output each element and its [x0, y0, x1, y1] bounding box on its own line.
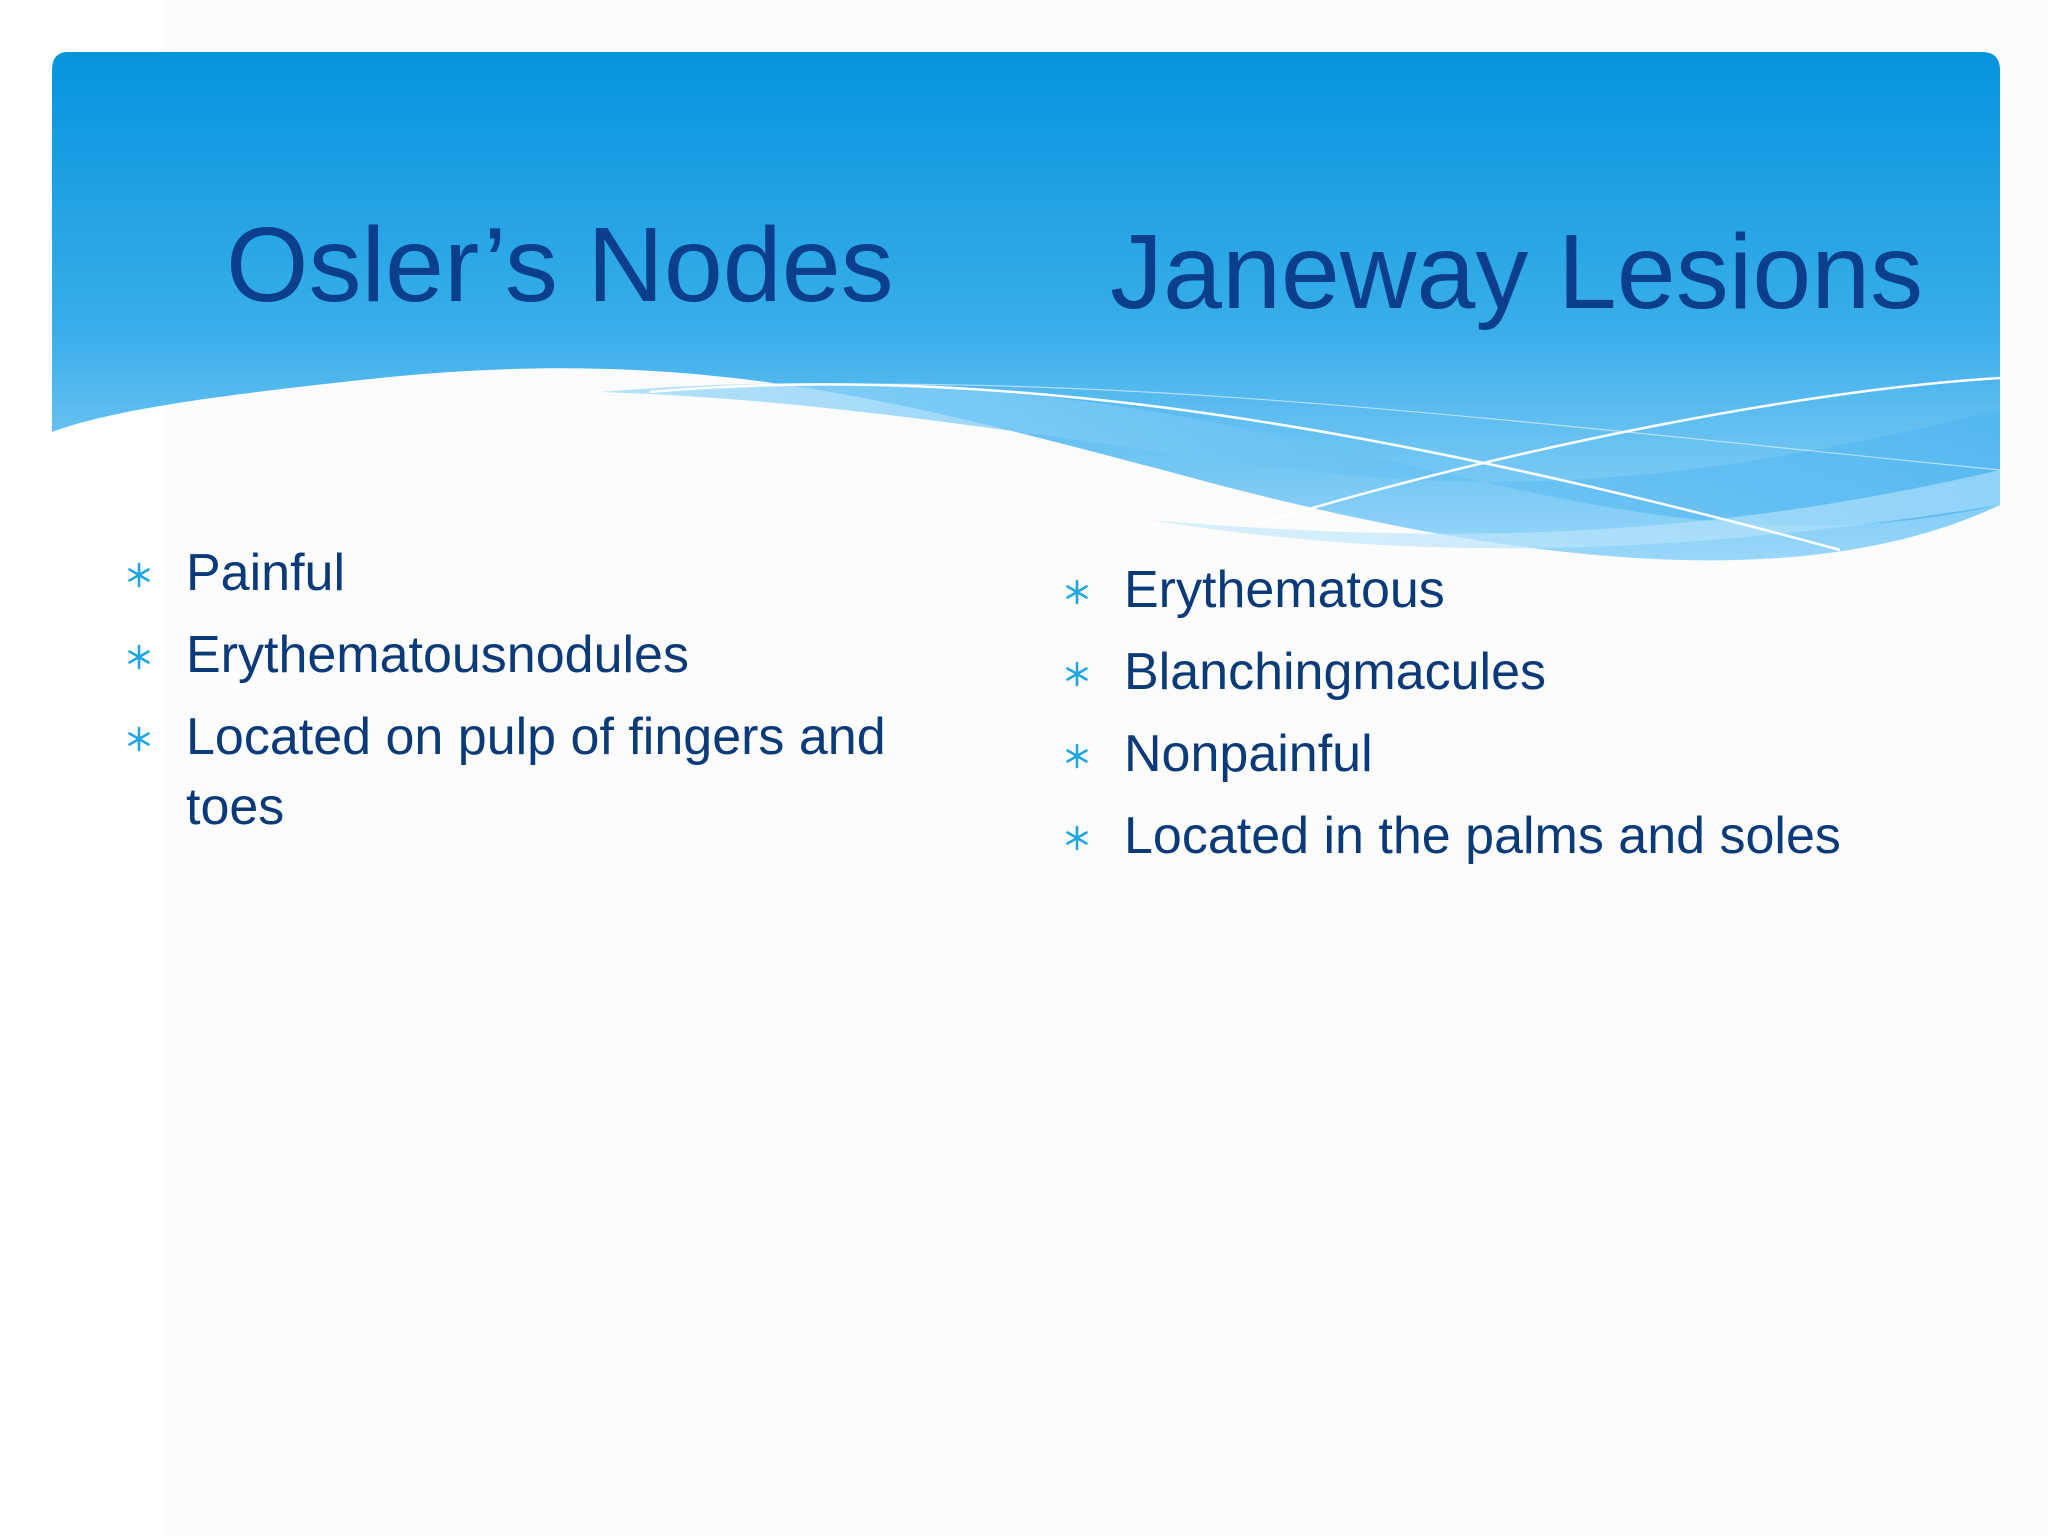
wave-line-3	[719, 383, 2001, 471]
list-item: Blanchingmacules	[1058, 637, 1958, 707]
list-item: Erythematous	[1058, 555, 1958, 625]
asterisk-bullet-icon	[122, 702, 162, 772]
wave-ribbon	[600, 383, 2000, 526]
bullet-text-painful: Painful	[186, 544, 345, 602]
wave-banner	[52, 52, 2001, 561]
bullet-text-blanching-macules: Blanchingmacules	[1124, 643, 1547, 701]
bullet-text-nonpainful: Nonpainful	[1124, 725, 1373, 783]
bullet-text-erythematous: Erythematous	[1124, 561, 1445, 619]
janeway-lesions-bullet-list: Erythematous Blanchingmacules Nonpainful…	[1058, 555, 1958, 883]
list-item: Located on pulp of fingers and toes	[120, 702, 940, 842]
bullet-text-located-on-pulp: Located on pulp of fingers and toes	[186, 708, 886, 836]
oslers-nodes-bullet-list: Painful Erythematousnodules Located on p…	[120, 538, 940, 854]
asterisk-bullet-icon	[1060, 801, 1100, 871]
list-item: Located in the palms and soles	[1058, 801, 1958, 871]
bullet-text-erythematous-nodules: Erythematousnodules	[186, 626, 689, 684]
list-item: Painful	[120, 538, 940, 608]
asterisk-bullet-icon	[1060, 637, 1100, 707]
list-item: Erythematousnodules	[120, 620, 940, 690]
banner-background	[52, 52, 2000, 561]
list-item: Nonpainful	[1058, 719, 1958, 789]
asterisk-bullet-icon	[1060, 555, 1100, 625]
wave-line-1	[649, 383, 1841, 552]
asterisk-bullet-icon	[122, 620, 162, 690]
wave-ribbon-light	[1150, 470, 2000, 549]
asterisk-bullet-icon	[1060, 719, 1100, 789]
bullet-text-located-in-palms: Located in the palms and soles	[1124, 807, 1841, 865]
asterisk-bullet-icon	[122, 538, 162, 608]
title-janeway-lesions: Janeway Lesions	[1110, 213, 1924, 331]
wave-line-2	[1254, 376, 2001, 527]
title-oslers-nodes: Osler’s Nodes	[226, 206, 894, 324]
